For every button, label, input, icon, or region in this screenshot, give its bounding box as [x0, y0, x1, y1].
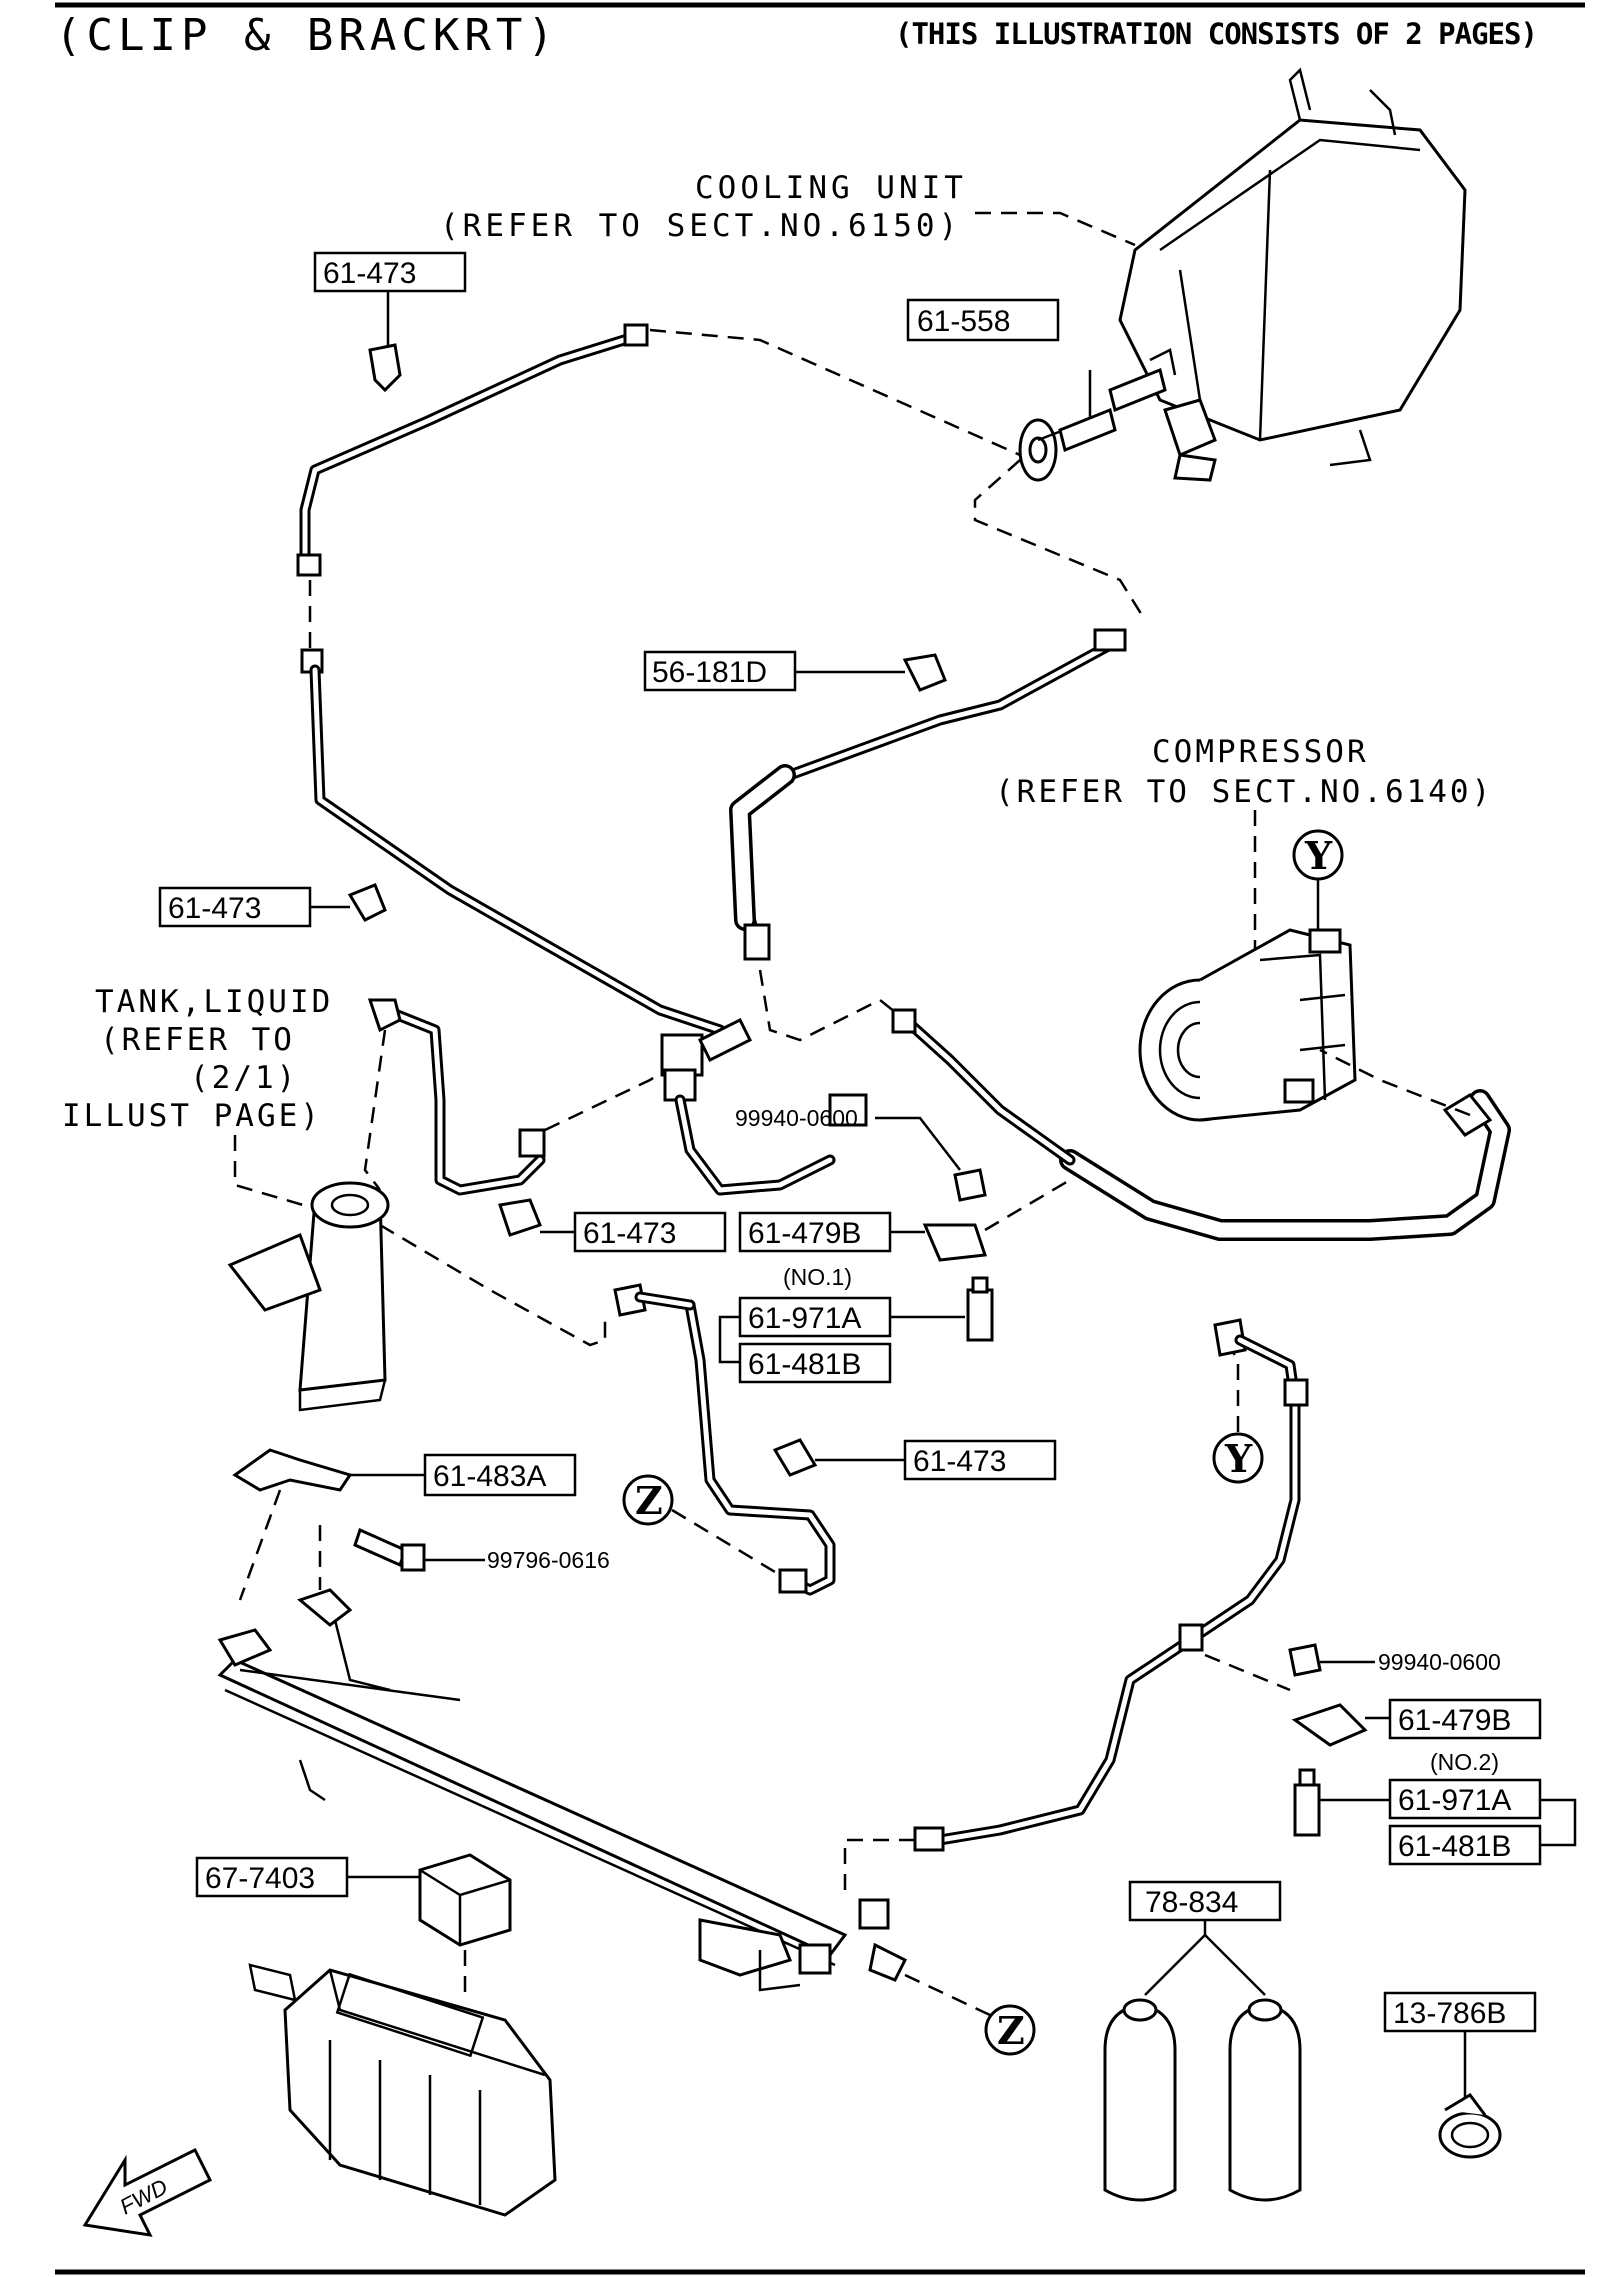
box-61-558: [906, 298, 1060, 342]
box-61-473-c: [573, 1211, 727, 1253]
cooling-unit: [1118, 67, 1467, 482]
box-61-481b-a: [738, 1342, 892, 1384]
part-61-473-d: 61-473: [913, 1445, 1006, 1478]
part-61-971a-b: 61-971A: [1398, 1784, 1511, 1817]
part-99796-0616: 99796-0616: [487, 1547, 610, 1573]
box-13-786b: [1383, 1991, 1537, 2033]
tank-label-3: (2/1): [190, 1060, 298, 1096]
part-61-473-a: 61-473: [323, 257, 416, 290]
part-99940-0600-b: 99940-0600: [1378, 1649, 1501, 1675]
bolt-99796: [353, 1527, 407, 1568]
compressor: [1138, 928, 1357, 1122]
connector-99940: [828, 1093, 868, 1127]
box-56-181d: [643, 650, 797, 692]
part-56-181d: 56-181D: [652, 656, 767, 689]
discharge-hose: [1059, 1089, 1511, 1241]
part-61-479b-b: 61-479B: [1398, 1704, 1511, 1737]
part-61-473-b: 61-473: [168, 892, 261, 925]
box-61-481b-b: [1388, 1824, 1542, 1866]
cooling-unit-label: COOLING UNIT: [695, 170, 967, 206]
part-13-786b: 13-786B: [1393, 1997, 1506, 2030]
part-67-7403: 67-7403: [205, 1862, 315, 1895]
clip-61-473-b: [347, 883, 387, 922]
marker-y-top-label: Y: [1304, 833, 1333, 878]
page-note: (THIS ILLUSTRATION CONSISTS OF 2 PAGES): [895, 17, 1537, 51]
condenser: [217, 1588, 908, 1992]
clamp-61-479b-b: [1291, 1703, 1368, 1747]
marker-y-mid-label: Y: [1224, 1436, 1253, 1481]
part-99940-0600-a: 99940-0600: [735, 1105, 858, 1131]
part-61-473-c: 61-473: [583, 1217, 676, 1250]
expansion-fitting: [660, 1017, 753, 1102]
valve-cap-61-971a-b: [1293, 1768, 1321, 1837]
compressor-ref: (REFER TO SECT.NO.6140): [995, 774, 1493, 810]
cooling-unit-leader: [975, 211, 1136, 247]
nut-99940-a: [953, 1168, 987, 1202]
marker-z-left: [622, 1474, 674, 1526]
marker-z-bottom: [984, 2004, 1036, 2056]
box-67-7403: [195, 1856, 349, 1898]
refrigerant-can-2: [1228, 1998, 1302, 2202]
part-61-558: 61-558: [917, 305, 1010, 338]
marker-z-left-label: Z: [635, 1478, 663, 1523]
box-61-473-b: [158, 886, 312, 928]
label-no2: (NO.2): [1430, 1749, 1499, 1775]
part-78-834: 78-834: [1145, 1886, 1238, 1919]
nut-99940-b: [1288, 1643, 1322, 1677]
box-61-473-d: [903, 1439, 1057, 1481]
label-no1: (NO.1): [783, 1264, 852, 1290]
part-61-481b-b: 61-481B: [1398, 1830, 1511, 1863]
tank-label-4: ILLUST PAGE): [62, 1098, 322, 1134]
part-61-971a-a: 61-971A: [748, 1302, 861, 1335]
upper-suction-pipe: [299, 329, 646, 566]
lower-left-pipe: [309, 664, 726, 1036]
bracket-61-483a: [232, 1448, 353, 1492]
box-61-483a: [423, 1453, 577, 1497]
clip-61-473-d: [772, 1438, 818, 1477]
refrigerant-can-1: [1103, 1998, 1177, 2202]
box-61-479b-b: [1388, 1698, 1542, 1740]
fittings-cooling-unit: [1058, 348, 1177, 453]
marker-y-mid: [1212, 1432, 1264, 1484]
tank-label-1: TANK,LIQUID: [95, 984, 333, 1020]
relay-67-7403: [418, 1853, 512, 1947]
grommet-61-558: [1018, 418, 1058, 482]
clip-61-473-a: [368, 343, 402, 393]
box-61-473-a: [313, 251, 467, 293]
box-61-479b-a: [738, 1211, 892, 1253]
fwd-arrow-icon: FWD: [82, 2147, 213, 2237]
compressor-label: COMPRESSOR: [1152, 734, 1369, 770]
clamp-61-479b-a: [922, 1223, 988, 1262]
marker-z-bottom-label: Z: [997, 2008, 1025, 2053]
valve-cap-61-971a-a: [966, 1276, 994, 1342]
liquid-tank: [227, 1181, 390, 1412]
liquid-line-top: [379, 1004, 546, 1196]
clip-61-473-c: [498, 1198, 542, 1237]
hose-clamp-13-786b: [1438, 2093, 1502, 2159]
condenser-inlet-pipe: [934, 1334, 1301, 1846]
part-61-481b-a: 61-481B: [748, 1348, 861, 1381]
part-61-483a: 61-483A: [433, 1460, 546, 1493]
part-61-479b-a: 61-479B: [748, 1217, 861, 1250]
box-61-971a-a: [738, 1296, 892, 1338]
clip-56-181d: [902, 653, 947, 692]
tank-label-2: (REFER TO: [100, 1022, 295, 1058]
fuse-box: [248, 1963, 557, 2217]
cooling-unit-ref: (REFER TO SECT.NO.6150): [440, 208, 961, 244]
page-title: (CLIP & BRACKRT): [55, 10, 559, 61]
